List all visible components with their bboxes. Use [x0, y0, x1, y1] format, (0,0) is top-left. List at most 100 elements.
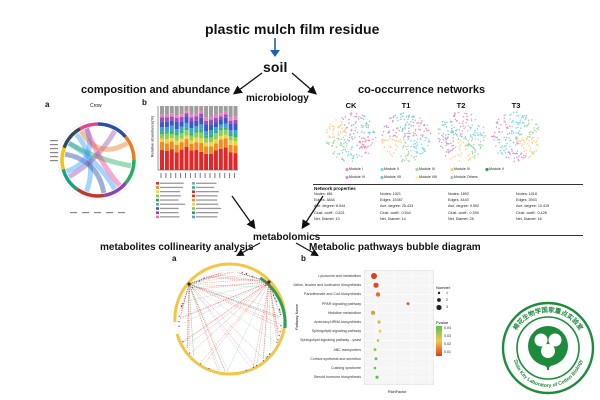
collinearity-plot [173, 262, 287, 376]
network-node [356, 144, 358, 146]
network-node [412, 131, 415, 134]
network-node [340, 144, 343, 146]
stacked-bar-segment [223, 129, 228, 135]
network-node [445, 151, 448, 153]
network-node [335, 146, 338, 148]
collinearity-node [276, 341, 278, 343]
network-node [360, 142, 362, 144]
stacked-bar-segment [174, 132, 179, 136]
circos-ribbon [84, 127, 122, 188]
stacked-bar-segment [209, 106, 213, 117]
collinearity-edge [256, 279, 270, 283]
collinearity-edge [193, 281, 270, 288]
network-node [505, 139, 507, 141]
collinearity-edge [188, 283, 281, 325]
stacked-bar-segment [174, 129, 179, 133]
network-node [478, 134, 480, 136]
network-node [400, 141, 402, 144]
stacked-bar-segment [169, 138, 174, 142]
network-node [365, 139, 367, 142]
network-node [408, 130, 410, 132]
network-node [537, 126, 540, 128]
network-node [373, 131, 375, 134]
network-node [356, 131, 359, 134]
network-node [507, 127, 509, 129]
network-node [329, 136, 331, 139]
collinearity-node [279, 309, 281, 311]
network-node [451, 145, 453, 147]
network-node [352, 123, 355, 126]
network-node [445, 144, 448, 146]
network-node [394, 135, 397, 137]
stacked-bar-segment [204, 153, 209, 170]
network-node [456, 133, 458, 136]
network-node [392, 129, 394, 131]
pathway-label: Steroid hormone biosynthesis [313, 375, 361, 380]
network-node [395, 139, 397, 142]
network-node [531, 151, 533, 153]
network-node [413, 156, 416, 158]
stacked-bar-legend-swatch [192, 198, 195, 202]
stacked-bar-segment [194, 129, 199, 133]
network-node [408, 114, 410, 116]
network-node [493, 135, 495, 137]
network-node [389, 135, 391, 137]
collinearity-edge [186, 283, 190, 348]
collinearity-edge [268, 281, 277, 341]
network-node [505, 156, 508, 158]
stacked-bar-segment [228, 130, 233, 134]
network-node [350, 124, 353, 127]
collinearity-edge [180, 281, 270, 318]
network-node [527, 143, 529, 145]
network-node [476, 127, 479, 130]
network-node [531, 119, 533, 121]
network-node [367, 145, 369, 147]
network-node [454, 112, 456, 114]
network-node [404, 141, 406, 144]
network-node [446, 121, 448, 123]
network-node [367, 152, 370, 155]
network-node [326, 131, 328, 134]
network-node [468, 153, 471, 156]
network-node [394, 144, 397, 146]
stacked-bar-segment [179, 116, 184, 122]
stacked-bar-segment [223, 127, 228, 130]
network-node [469, 128, 472, 130]
network-node [363, 146, 366, 148]
module-swatch [485, 167, 489, 172]
stacked-bar-segment [218, 124, 223, 128]
network-node [427, 129, 430, 132]
circos-tick-label [94, 212, 101, 214]
stacked-bar-segment [199, 110, 204, 114]
stacked-bar-segment [194, 120, 199, 127]
collinearity-edge [180, 281, 270, 319]
stacked-bar-segment [189, 143, 194, 151]
network-node [417, 121, 419, 124]
stacked-bar-tick-label [199, 173, 201, 178]
network-node [521, 121, 524, 124]
network-node [513, 160, 515, 162]
network-node [419, 122, 422, 125]
network-node [479, 146, 482, 148]
network-title-t3: T3 [511, 101, 521, 110]
circos-segment [61, 168, 79, 191]
stacked-bar-segment [174, 152, 179, 170]
network-node [533, 127, 535, 129]
network-node [424, 150, 426, 153]
network-node [415, 150, 417, 153]
stacked-bar-legend-label [196, 212, 219, 214]
bubble-point [375, 292, 381, 297]
module-swatch [380, 167, 384, 172]
module-2: Module II [384, 167, 399, 171]
network-node [352, 138, 354, 140]
stacked-bar-segment [169, 106, 174, 114]
stacked-bar-segment [218, 113, 223, 117]
network-node [452, 147, 455, 150]
stacked-bar-legend-label [160, 199, 179, 201]
stacked-bar-legend-swatch [192, 207, 195, 210]
stacked-bar-segment [209, 142, 213, 147]
stacked-bar-segment [233, 130, 238, 135]
